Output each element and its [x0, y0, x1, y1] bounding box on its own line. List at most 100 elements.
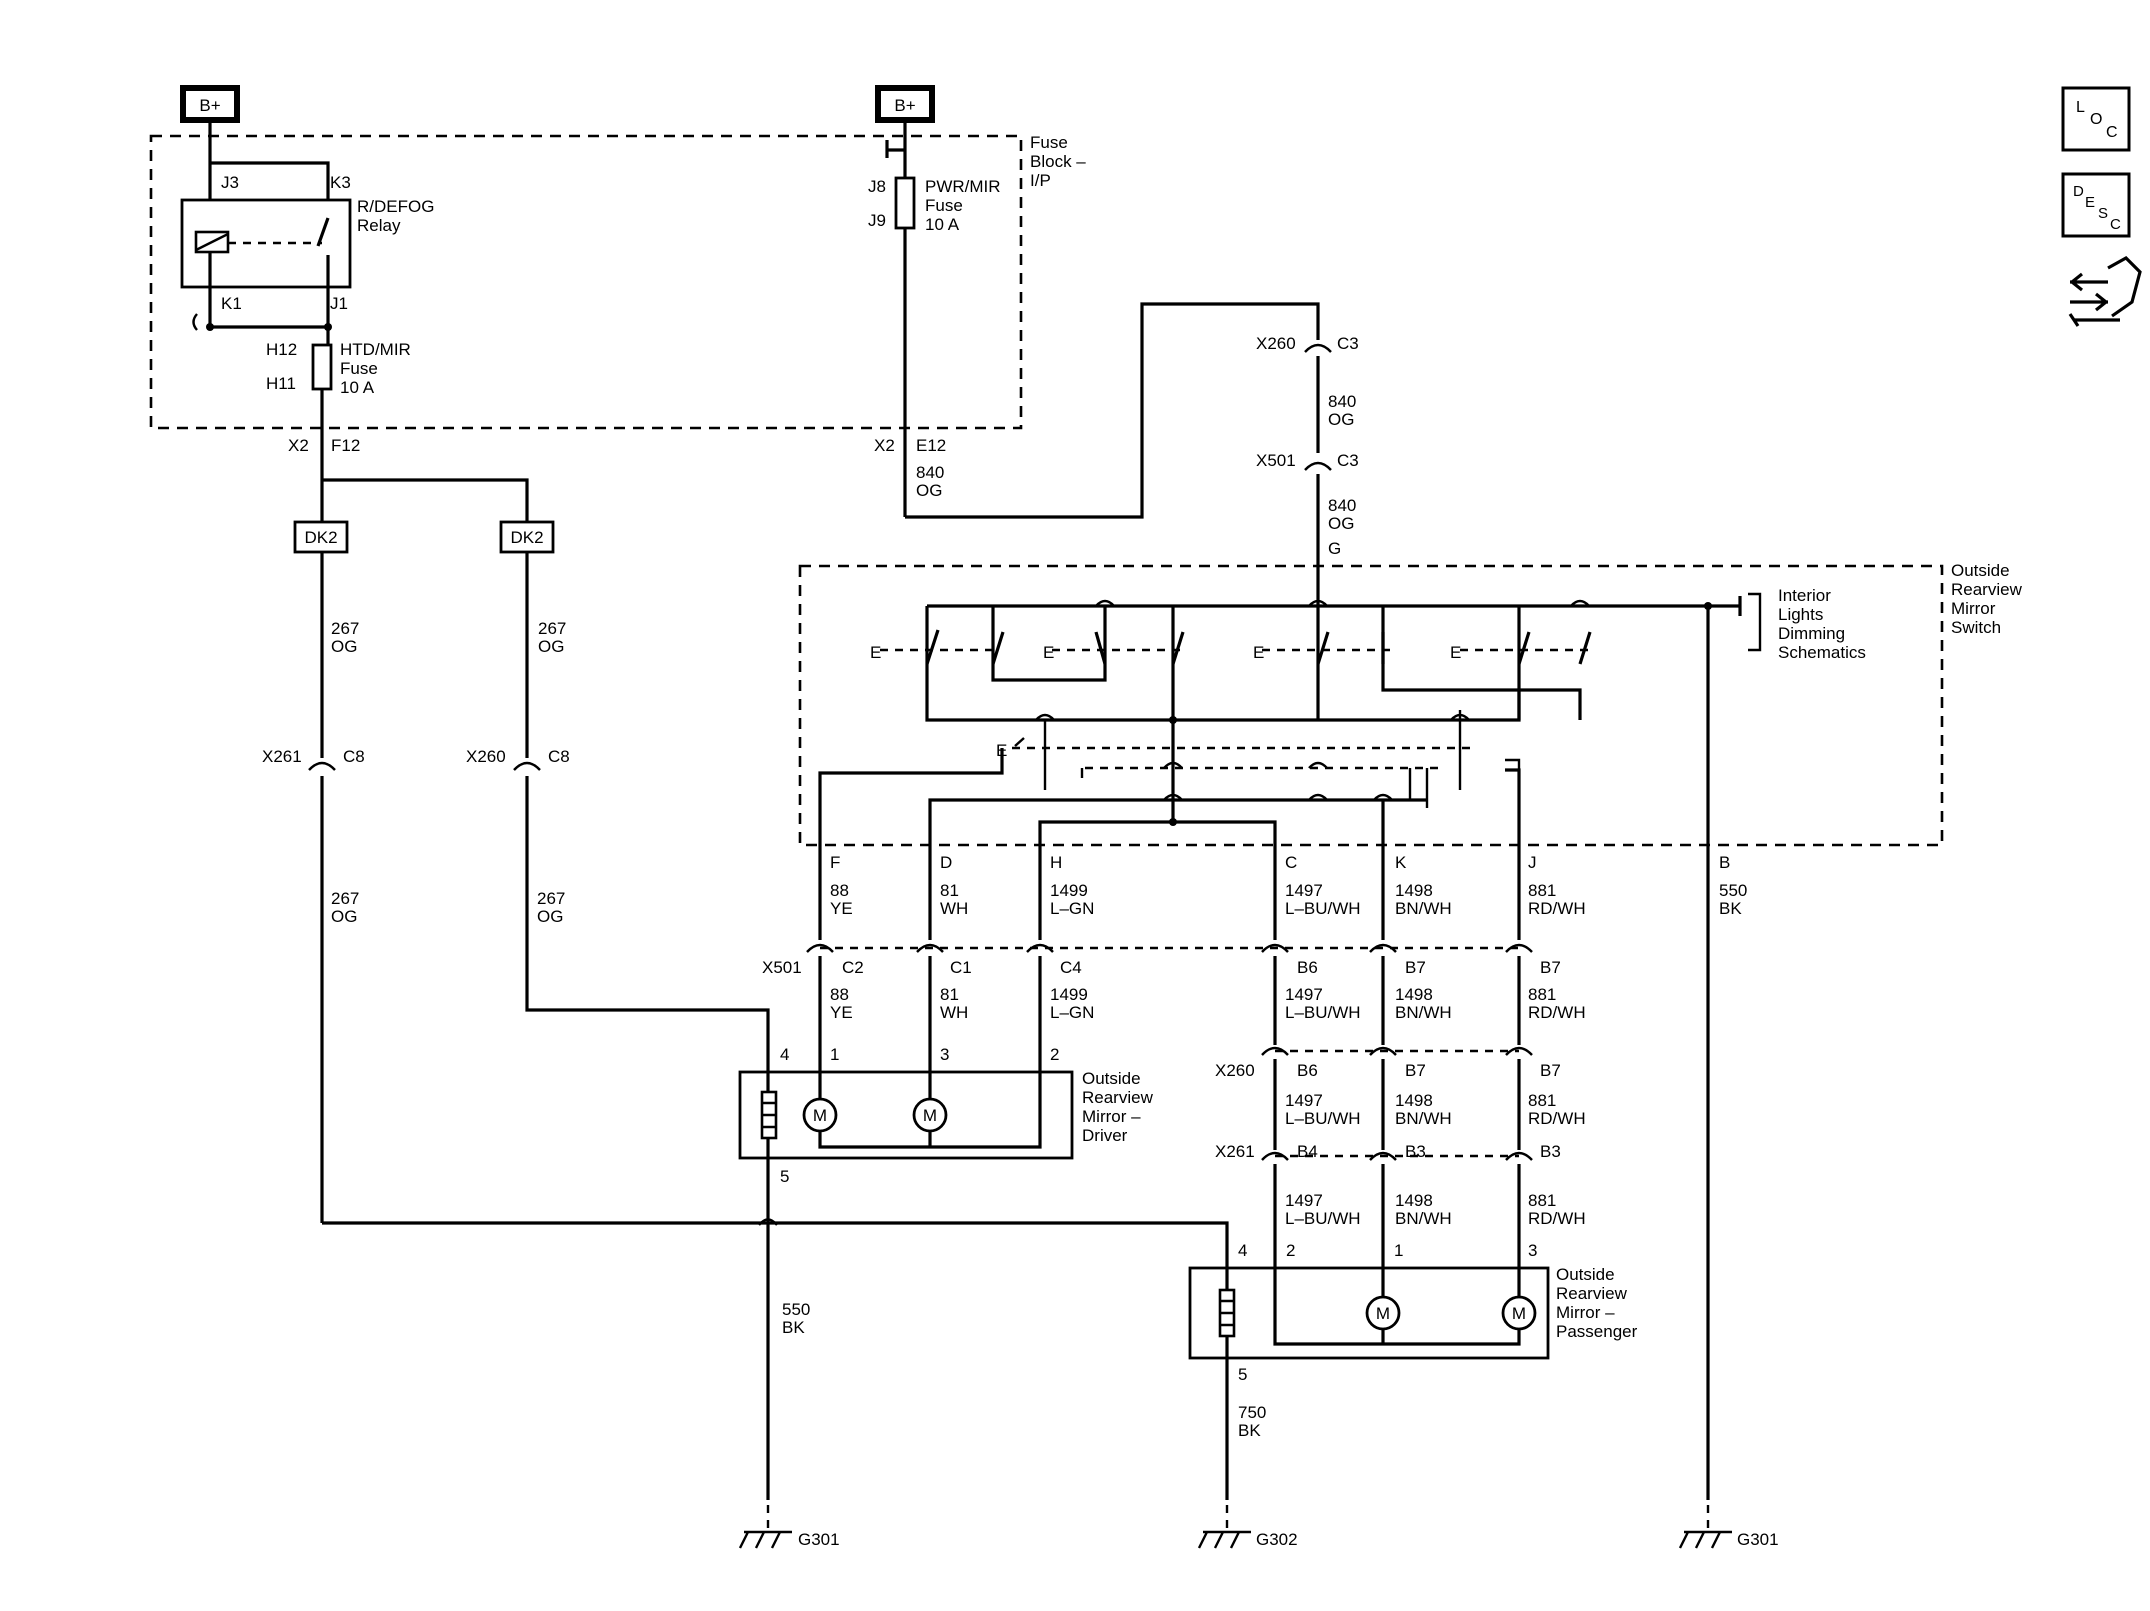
svg-text:5: 5 [1238, 1365, 1247, 1384]
svg-text:X260: X260 [1215, 1061, 1255, 1080]
svg-text:B: B [1719, 853, 1730, 872]
svg-text:B6: B6 [1297, 958, 1318, 977]
loc-icon[interactable]: L O C [2061, 86, 2131, 152]
splice-dk2-right: DK2 [499, 520, 555, 554]
svg-text:E: E [1043, 643, 1054, 662]
svg-text:C1: C1 [950, 958, 972, 977]
x2-left-conn: X2 [288, 436, 309, 455]
svg-text:C8: C8 [548, 747, 570, 766]
connector-end-view-icon[interactable] [2068, 256, 2142, 327]
svg-text:B3: B3 [1405, 1142, 1426, 1161]
ground-g301-right: G301 [1678, 1460, 1779, 1549]
svg-text:J8: J8 [868, 177, 886, 196]
wire-840-route [905, 302, 1320, 519]
svg-text:B3: B3 [1540, 1142, 1561, 1161]
svg-text:2: 2 [1050, 1045, 1059, 1064]
svg-text:DK2: DK2 [304, 528, 337, 547]
ground-g301-left: G301 [738, 1460, 840, 1549]
wire-267-passenger-feed [322, 1221, 1229, 1268]
svg-text:1: 1 [1394, 1241, 1403, 1260]
svg-text:E: E [2085, 194, 2095, 211]
svg-text:1: 1 [830, 1045, 839, 1064]
x2-left-pin: F12 [331, 436, 360, 455]
svg-text:J: J [1528, 853, 1537, 872]
svg-text:B7: B7 [1405, 958, 1426, 977]
svg-text:J1: J1 [330, 294, 348, 313]
b-plus-right: B+ [875, 85, 935, 123]
svg-text:M: M [923, 1106, 937, 1125]
b-plus-left: B+ [180, 85, 240, 123]
svg-text:B+: B+ [199, 96, 220, 115]
svg-text:DK2: DK2 [510, 528, 543, 547]
svg-text:G302: G302 [1256, 1530, 1298, 1549]
svg-text:G: G [1328, 539, 1341, 558]
svg-text:H12: H12 [266, 340, 297, 359]
svg-text:C3: C3 [1337, 451, 1359, 470]
svg-text:4: 4 [780, 1045, 789, 1064]
svg-text:X261: X261 [1215, 1142, 1255, 1161]
ground-g302: G302 [1197, 1460, 1298, 1549]
svg-text:X260: X260 [466, 747, 506, 766]
x2-right-conn: X2 [874, 436, 895, 455]
svg-text:C: C [2106, 124, 2118, 141]
svg-text:L: L [2076, 99, 2085, 116]
svg-text:K: K [1395, 853, 1407, 872]
svg-text:J3: J3 [221, 173, 239, 192]
svg-text:D: D [940, 853, 952, 872]
svg-text:3: 3 [940, 1045, 949, 1064]
svg-text:C: C [1285, 853, 1297, 872]
wire-267-main [320, 478, 529, 522]
svg-text:M: M [1376, 1304, 1390, 1323]
switch-pin-labels: F D H C K J B [830, 853, 1730, 872]
splice-dk2-left: DK2 [293, 520, 349, 554]
mirror-switch-internals: E E E E E [818, 566, 1742, 1500]
svg-text:E: E [1253, 643, 1264, 662]
svg-text:M: M [813, 1106, 827, 1125]
svg-text:C8: C8 [343, 747, 365, 766]
svg-text:F: F [830, 853, 840, 872]
svg-text:X260: X260 [1256, 334, 1296, 353]
desc-icon[interactable]: D E S C [2061, 172, 2131, 238]
svg-text:5: 5 [780, 1167, 789, 1186]
svg-text:2: 2 [1286, 1241, 1295, 1260]
svg-text:3: 3 [1528, 1241, 1537, 1260]
svg-text:E: E [1450, 643, 1461, 662]
svg-text:X501: X501 [1256, 451, 1296, 470]
svg-text:K1: K1 [221, 294, 242, 313]
svg-text:C: C [2110, 216, 2121, 233]
svg-text:C2: C2 [842, 958, 864, 977]
